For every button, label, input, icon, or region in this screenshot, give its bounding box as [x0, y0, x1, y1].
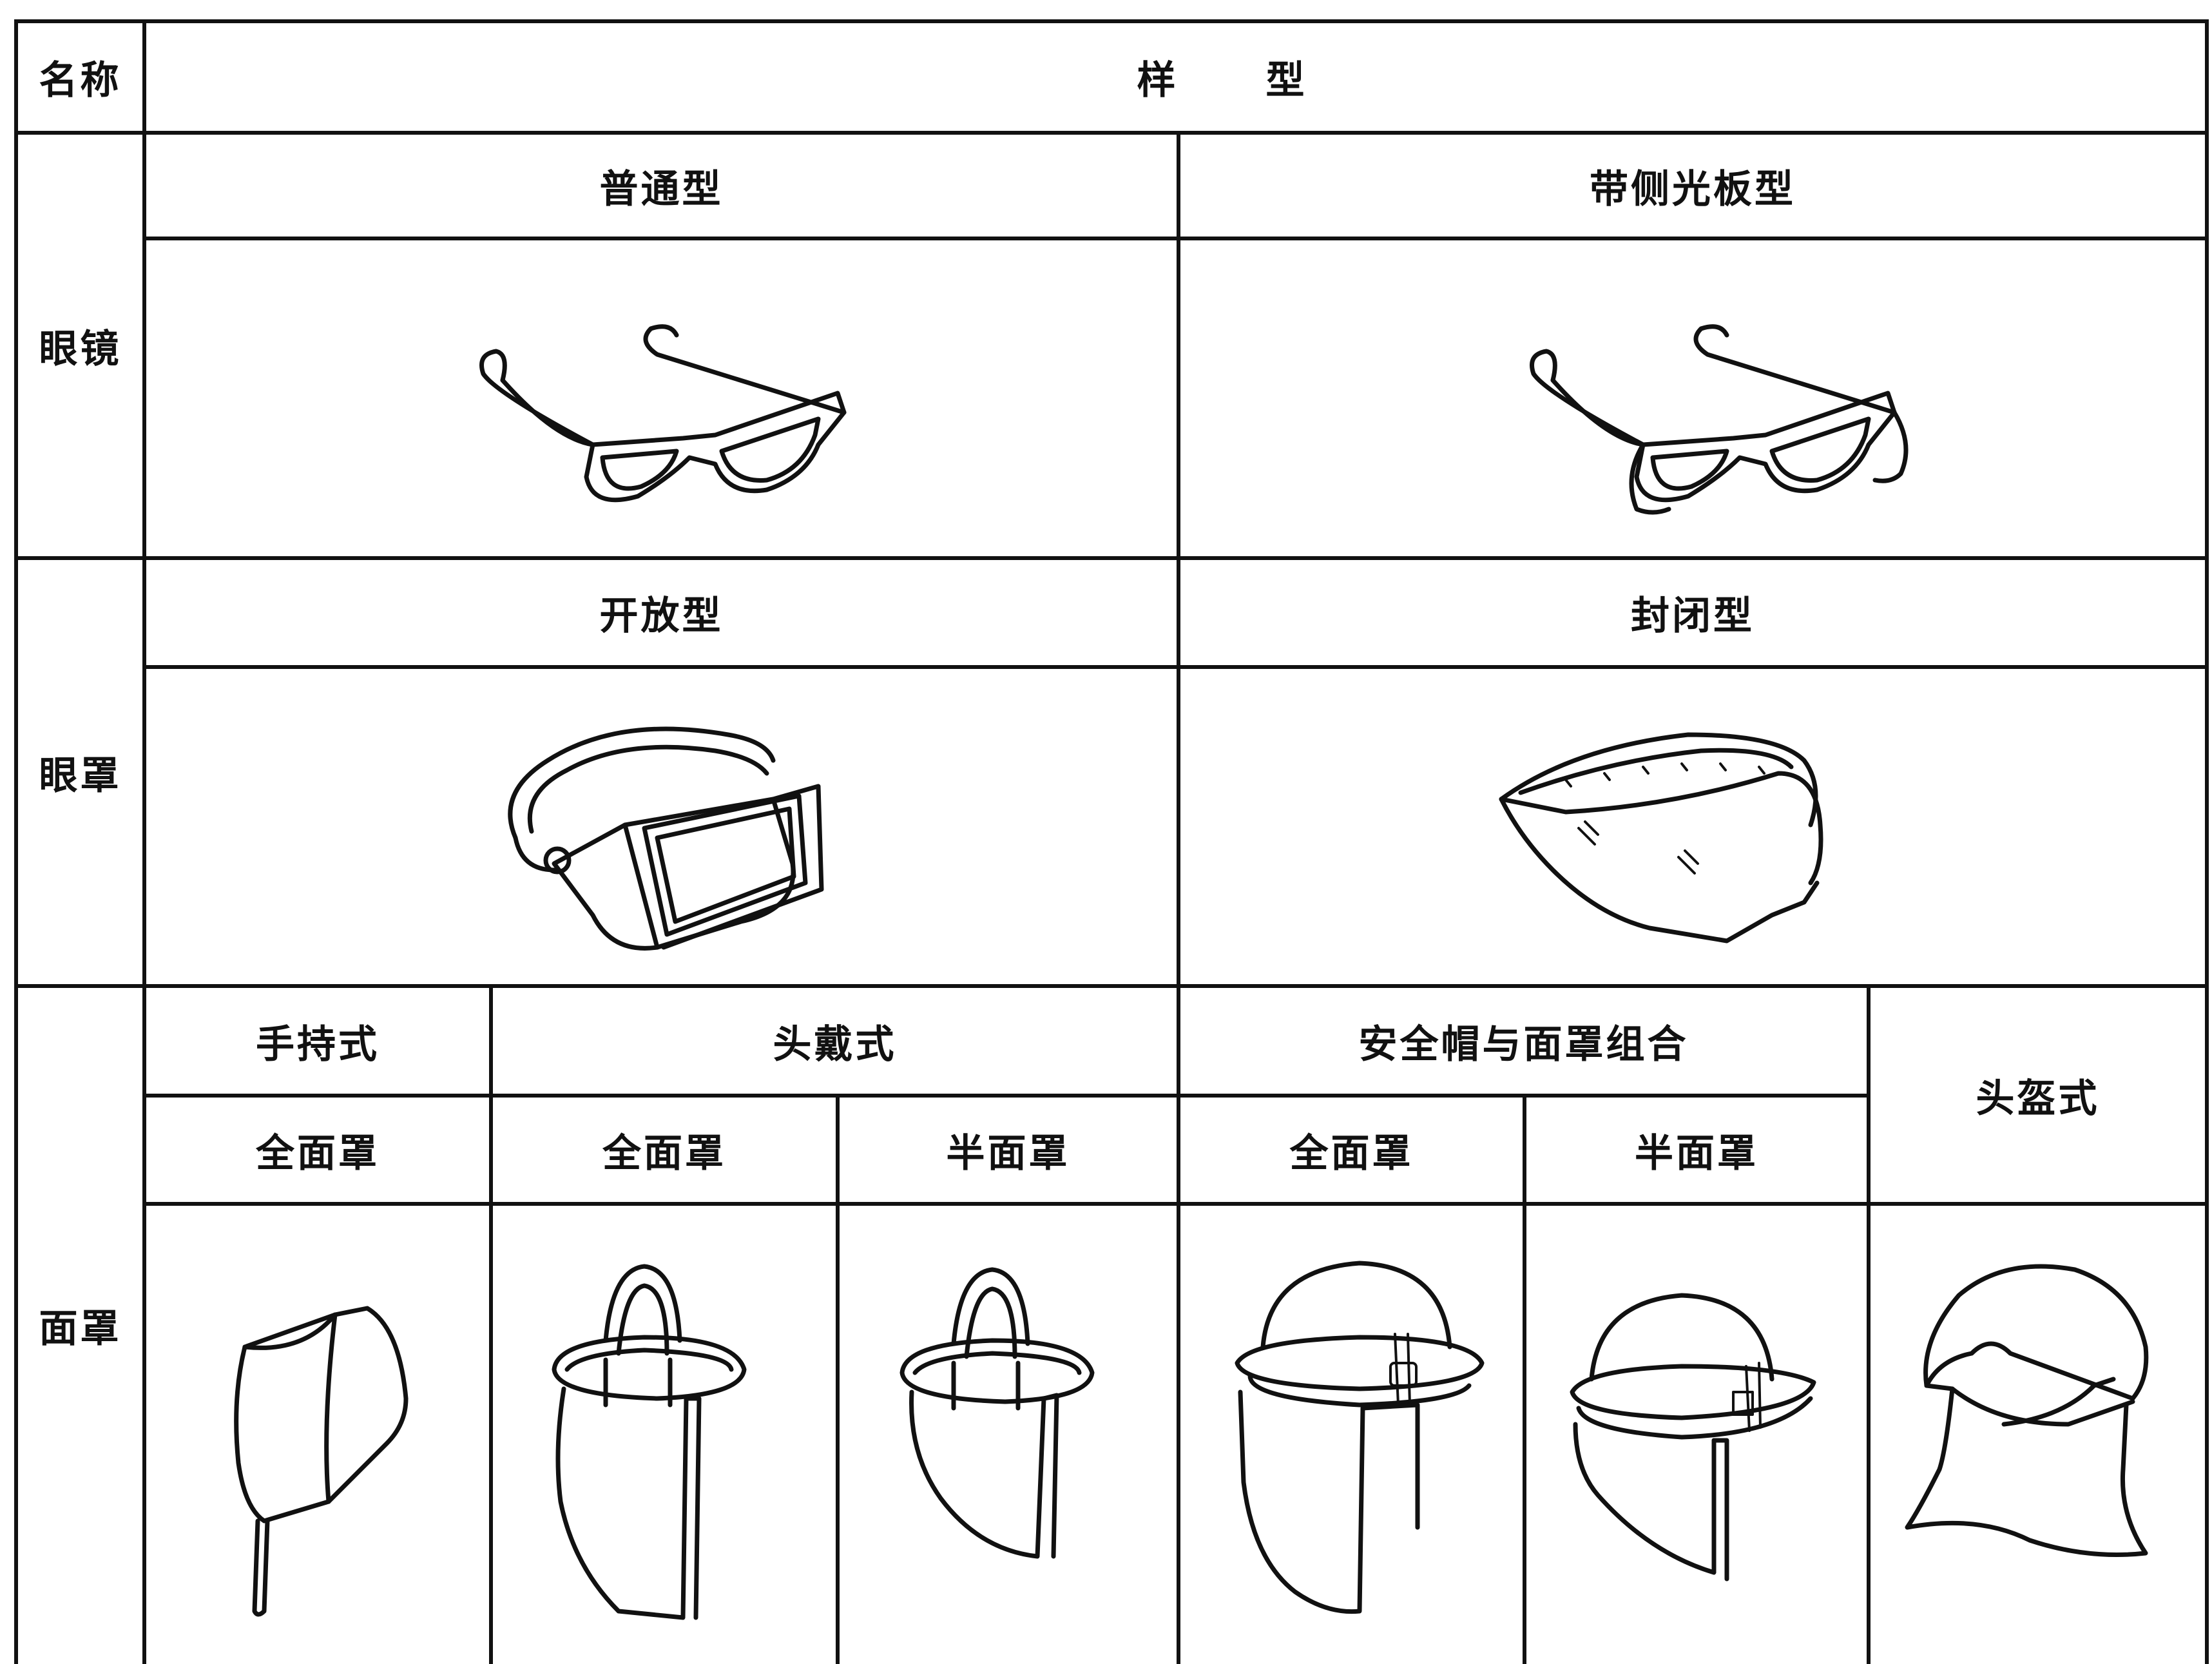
style-column-header: 样型 — [1137, 58, 1395, 103]
type-side-shield-glasses: 带侧光板型 — [1590, 166, 1796, 212]
group-headgear: 头戴式 — [773, 1021, 897, 1067]
name-column-header: 名称 — [39, 58, 122, 103]
subtype-handheld-full: 全面罩 — [256, 1130, 380, 1176]
row-label-glasses: 眼镜 — [39, 326, 122, 372]
subtype-hardhat-half: 半面罩 — [1635, 1130, 1758, 1176]
type-plain-glasses: 普通型 — [599, 166, 724, 212]
type-open-goggles: 开放型 — [599, 594, 724, 639]
hardhat-half-mask-icon — [1570, 1293, 1816, 1582]
open-goggles-icon — [508, 726, 824, 951]
plain-glasses-icon — [479, 324, 847, 503]
group-hardhat-combo: 安全帽与面罩组合 — [1358, 1021, 1689, 1067]
subtype-hardhat-full: 全面罩 — [1289, 1130, 1414, 1176]
side-shield-glasses-icon — [1530, 324, 1909, 515]
row-label-masks: 面罩 — [39, 1306, 122, 1351]
subtype-headgear-half: 半面罩 — [946, 1130, 1070, 1176]
group-helmet: 头盔式 — [1976, 1076, 2100, 1121]
helmet-mask-icon — [1905, 1264, 2149, 1557]
row-label-goggles: 眼罩 — [39, 753, 122, 798]
type-closed-goggles: 封闭型 — [1631, 594, 1755, 639]
headgear-half-mask-icon — [899, 1267, 1095, 1559]
subtype-headgear-full: 全面罩 — [602, 1130, 726, 1176]
closed-goggles-icon — [1499, 732, 1823, 943]
group-handheld: 手持式 — [256, 1021, 380, 1067]
headgear-full-mask-icon — [552, 1264, 747, 1620]
hardhat-full-mask-icon — [1235, 1261, 1485, 1614]
handheld-full-mask-icon — [234, 1306, 409, 1617]
